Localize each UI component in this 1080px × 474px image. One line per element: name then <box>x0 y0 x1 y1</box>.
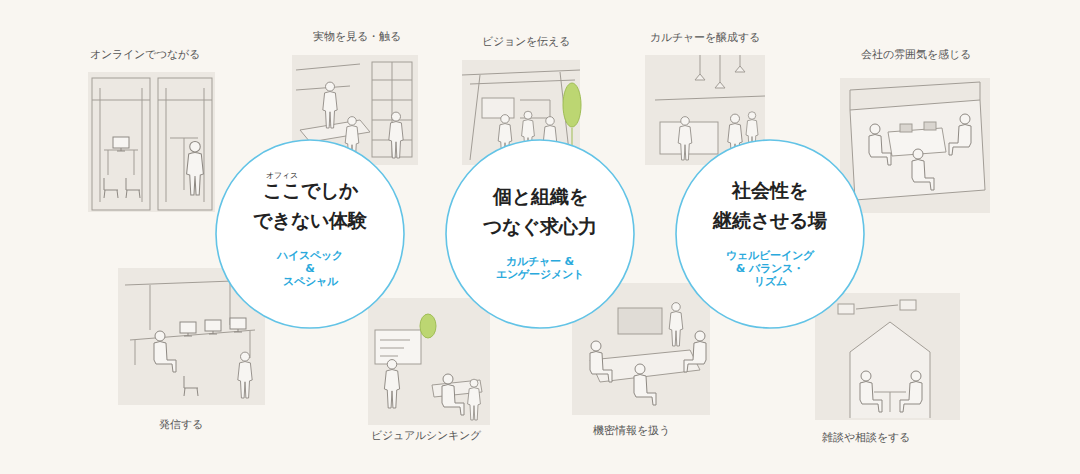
scene-caption: オンラインでつながる <box>90 48 200 62</box>
heading-group: オフィスここでしか できない体験 <box>253 175 367 235</box>
circle-content: オフィスここでしか できない体験ハイスペック & スペシャル <box>215 139 405 329</box>
circle-shape <box>676 140 864 328</box>
concept-circle: 個と組織を つなぐ求心力カルチャー & エンゲージメント <box>445 139 635 329</box>
scene-caption: カルチャーを醸成する <box>650 31 760 45</box>
heading-group: 社会性を 継続させる場 <box>713 175 827 235</box>
scene-caption: 機密情報を扱う <box>593 424 670 438</box>
scene-caption: 雑談や相談をする <box>822 431 910 445</box>
scene-caption: 会社の雰囲気を感じる <box>861 48 971 62</box>
circle-outline <box>215 139 405 329</box>
scene-caption: 発信する <box>159 418 203 432</box>
scene-caption: ビジョンを伝える <box>482 35 570 49</box>
heading-group: 個と組織を つなぐ求心力 <box>483 181 597 241</box>
concept-circle: オフィスここでしか できない体験ハイスペック & スペシャル <box>215 139 405 329</box>
concept-circle: 社会性を 継続させる場ウェルビーイング & バランス・リズム <box>675 139 865 329</box>
circle-subheading: ウェルビーイング & バランス・リズム <box>726 249 814 288</box>
circle-heading: ここでしか できない体験 <box>253 175 367 235</box>
circle-outline <box>675 139 865 329</box>
scene-caption: 実物を見る・触る <box>313 30 401 44</box>
ruby-text: オフィス <box>266 171 298 180</box>
circle-heading: 社会性を 継続させる場 <box>713 175 827 235</box>
scene-caption: ビジュアルシンキング <box>371 429 481 443</box>
circle-subheading: カルチャー & エンゲージメント <box>496 255 584 281</box>
circle-heading: 個と組織を つなぐ求心力 <box>483 181 597 241</box>
circle-content: 個と組織を つなぐ求心力カルチャー & エンゲージメント <box>445 139 635 329</box>
circle-subheading: ハイスペック & スペシャル <box>277 249 343 288</box>
circle-shape <box>446 140 634 328</box>
circle-content: 社会性を 継続させる場ウェルビーイング & バランス・リズム <box>675 139 865 329</box>
circle-shape <box>216 140 404 328</box>
